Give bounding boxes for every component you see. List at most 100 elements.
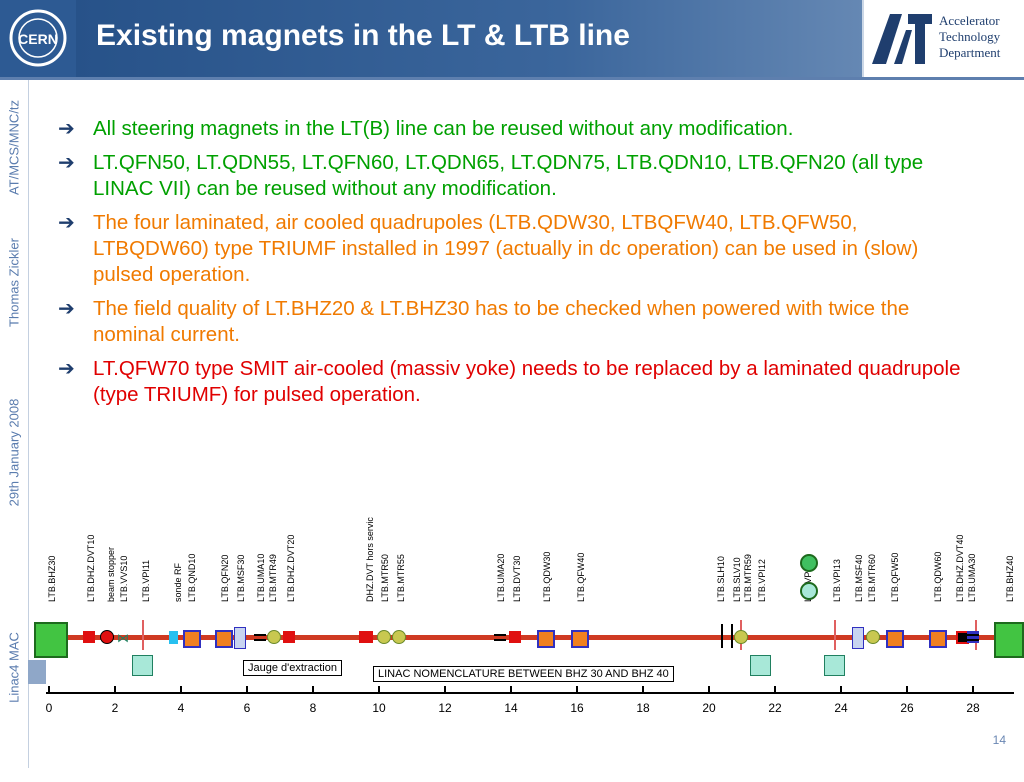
steerer	[283, 631, 295, 643]
bullet-item: ➔ The four laminated, air cooled quadrup…	[58, 210, 978, 288]
side-divider	[28, 80, 29, 768]
department-logo: Accelerator Technology Department	[862, 0, 1024, 77]
axis-tick	[378, 686, 380, 694]
axis-tick	[180, 686, 182, 694]
cern-logo: CERN	[0, 0, 76, 77]
magnet-label: LTB.MTR59	[743, 554, 753, 602]
magnet-label: LTB.QFN20	[220, 554, 230, 602]
axis-tick-label: 0	[45, 701, 53, 715]
axis-tick	[774, 686, 776, 694]
axis-tick-label: 4	[177, 701, 185, 715]
magnet-label: LTB.MTR60	[867, 554, 877, 602]
magnet-label: LTB.QND10	[187, 553, 197, 602]
magnet-label: LTB.BHZ40	[1005, 555, 1015, 602]
extraction-gauge-note: Jauge d'extraction	[243, 660, 342, 676]
magnet-label: LTB.DHZ.DVT10	[86, 534, 96, 602]
magnet-label: LTB.QFW40	[576, 552, 586, 602]
department-line-3: Department	[939, 45, 1001, 60]
bullet-text: LT.QFW70 type SMIT air-cooled (massiv yo…	[93, 357, 961, 406]
axis-tick	[972, 686, 974, 694]
current-transformer	[494, 631, 506, 643]
axis-tick-label: 26	[900, 701, 914, 715]
beam-monitor	[734, 630, 748, 644]
magnet-label: LTB.MTR50	[380, 554, 390, 602]
quadrupole	[537, 630, 555, 648]
slit	[721, 624, 733, 648]
side-bar: AT/MCS/MNC/tz Thomas Zickler 29th Januar…	[0, 80, 28, 768]
magnet-label: LTB.SLH10	[716, 556, 726, 602]
bullet-item: ➔ All steering magnets in the LT(B) line…	[58, 116, 978, 142]
current-transformer	[254, 631, 266, 643]
beam-monitor	[392, 630, 406, 644]
page-number: 14	[992, 733, 1006, 747]
arrow-icon: ➔	[58, 298, 75, 320]
axis-tick	[840, 686, 842, 694]
svg-text:CERN: CERN	[18, 31, 58, 47]
magnet-label: LTB.UMA20	[496, 553, 506, 602]
arrow-icon: ➔	[58, 152, 75, 174]
arrow-icon: ➔	[58, 118, 75, 140]
magnet-label: LTB.DHZ.DVT40	[955, 534, 965, 602]
pickup-box	[824, 655, 845, 676]
magnet-label: LTB.MTR49	[268, 554, 278, 602]
distance-axis	[46, 692, 1014, 694]
axis-tick-label: 16	[570, 701, 584, 715]
bullet-item: ➔ The field quality of LT.BHZ20 & LT.BHZ…	[58, 296, 978, 348]
gauge-icon	[800, 554, 818, 572]
axis-tick-label: 14	[504, 701, 518, 715]
quadrupole	[886, 630, 904, 648]
magnet-label: LTB.VVS10	[119, 555, 129, 602]
axis-tick-label: 22	[768, 701, 782, 715]
beam-monitor	[377, 630, 391, 644]
valve-icon: ⋈	[117, 631, 129, 645]
beam-line	[46, 635, 1024, 640]
bending-magnet-left	[34, 622, 68, 658]
beam-monitor	[866, 630, 880, 644]
beamline-base-left	[28, 660, 46, 684]
magnet-label: LTB.UMA30	[967, 553, 977, 602]
header-divider	[0, 77, 1024, 80]
axis-tick	[906, 686, 908, 694]
axis-tick	[444, 686, 446, 694]
septum-magnet	[852, 627, 864, 649]
axis-tick	[48, 686, 50, 694]
beam-stopper	[100, 630, 114, 644]
steerer	[83, 631, 95, 643]
bending-magnet-right	[994, 622, 1024, 658]
quadrupole	[215, 630, 233, 648]
magnet-label: LTB.UMA10	[256, 553, 266, 602]
magnet-label: LTB.MSF30	[236, 554, 246, 602]
nomenclature-note: LINAC NOMENCLATURE BETWEEN BHZ 30 AND BH…	[373, 666, 674, 682]
magnet-label: LTB.QDW60	[933, 551, 943, 602]
slide-title: Existing magnets in the LT & LTB line	[96, 19, 630, 52]
magnet-label: LTB.DVT30	[512, 555, 522, 602]
quadrupole	[571, 630, 589, 648]
quadrupole	[183, 630, 201, 648]
magnet-label: beam stopper	[106, 546, 116, 602]
magnet-label: LTB.QDW30	[542, 551, 552, 602]
current-transformer	[967, 631, 979, 643]
bullet-text: The field quality of LT.BHZ20 & LT.BHZ30…	[93, 297, 910, 346]
magnet-label: LTB.QFW50	[890, 552, 900, 602]
magnet-label: sonde RF	[173, 562, 183, 602]
department-line-2: Technology	[939, 29, 1001, 44]
rf-probe	[169, 631, 178, 644]
side-date: 29th January 2008	[6, 398, 22, 507]
bullet-text: All steering magnets in the LT(B) line c…	[93, 117, 794, 140]
vacuum-pump	[142, 620, 144, 650]
axis-tick-label: 20	[702, 701, 716, 715]
axis-tick	[312, 686, 314, 694]
magnet-label: LTB.VPI12	[757, 559, 767, 602]
axis-tick-label: 24	[834, 701, 848, 715]
magnet-label: LTB.SLV10	[732, 557, 742, 602]
steerer	[509, 631, 521, 643]
bullet-item: ➔ LT.QFN50, LT.QDN55, LT.QFN60, LT.QDN65…	[58, 150, 978, 202]
axis-tick-label: 2	[111, 701, 119, 715]
arrow-icon: ➔	[58, 212, 75, 234]
steerer	[359, 631, 373, 643]
pickup-box	[750, 655, 771, 676]
magnet-label: LTB.VPI11	[141, 559, 151, 602]
magnet-label: DHZ.DVT hors servic	[365, 517, 375, 602]
beam-monitor	[267, 630, 281, 644]
